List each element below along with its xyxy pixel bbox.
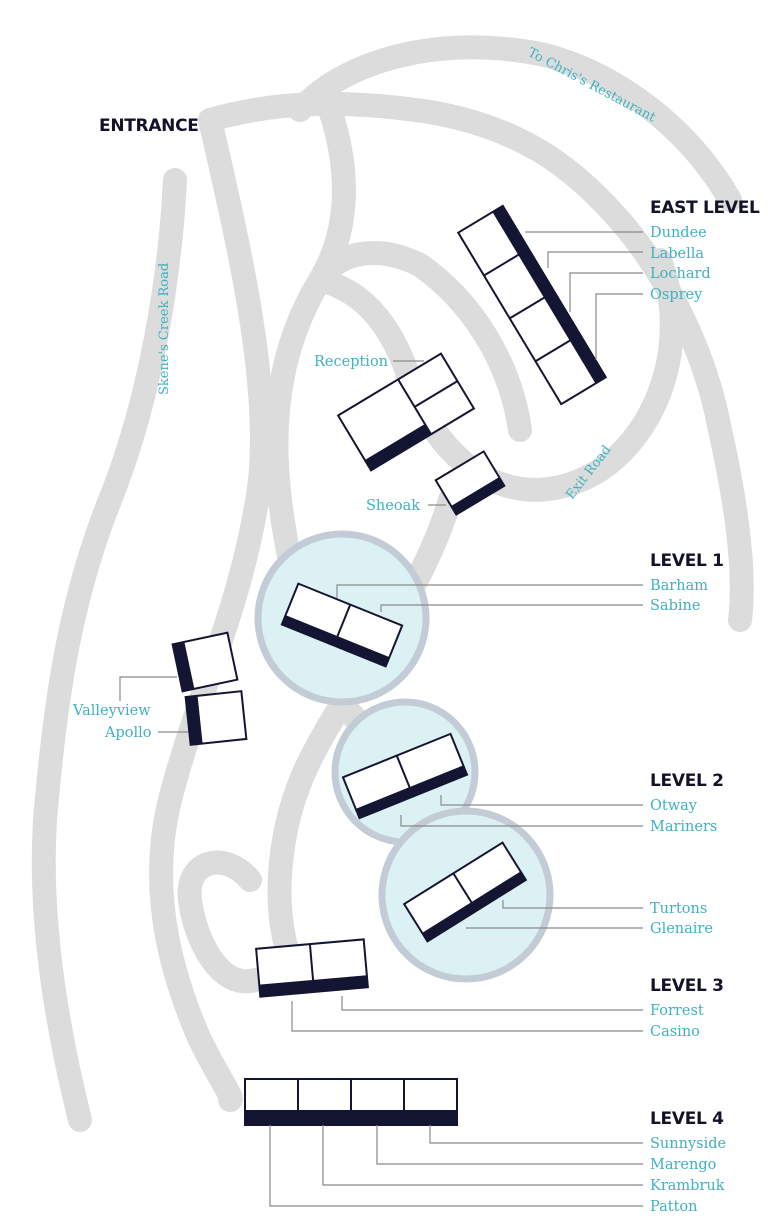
road-exit — [308, 241, 684, 502]
level4-building — [244, 1078, 458, 1126]
room-mariners: Mariners — [650, 819, 717, 835]
level2-building-a — [341, 732, 469, 820]
room-marengo: Marengo — [650, 1157, 716, 1173]
level3-title: LEVEL 3 — [650, 976, 724, 996]
apollo-building — [184, 690, 248, 746]
skenes-creek-road-label: Skene's Creek Road — [157, 263, 172, 395]
level1-title: LEVEL 1 — [650, 551, 724, 571]
room-lochard: Lochard — [650, 266, 711, 282]
room-dundee: Dundee — [650, 225, 707, 241]
road-entrance — [198, 91, 754, 632]
room-forrest: Forrest — [650, 1003, 704, 1019]
level4-title: LEVEL 4 — [650, 1109, 724, 1129]
room-otway: Otway — [650, 798, 698, 814]
level2-title: LEVEL 2 — [650, 771, 724, 791]
room-sunnyside: Sunnyside — [650, 1136, 726, 1152]
reception-label: Reception — [314, 354, 388, 370]
room-krambruk: Krambruk — [650, 1178, 725, 1194]
leader-lines — [119, 231, 643, 1207]
valleyview-label: Valleyview — [72, 703, 151, 719]
road-lower-loop — [177, 850, 267, 994]
apollo-label: Apollo — [104, 725, 152, 741]
room-patton: Patton — [650, 1199, 697, 1215]
valleyview-building — [171, 631, 239, 693]
road-skenes-creek — [31, 168, 187, 1132]
level3-building — [255, 938, 369, 998]
room-labella: Labella — [650, 246, 704, 262]
entrance-label: ENTRANCE — [99, 116, 199, 136]
room-osprey: Osprey — [650, 287, 703, 303]
sheoak-building — [434, 450, 506, 516]
level1-building — [280, 582, 404, 668]
sheoak-label: Sheoak — [366, 498, 420, 514]
level2-building-b — [402, 841, 528, 943]
room-turtons: Turtons — [650, 901, 707, 917]
room-casino: Casino — [650, 1024, 700, 1040]
road-to-chris-restaurant — [288, 35, 742, 212]
east-level-building — [456, 204, 608, 406]
room-glenaire: Glenaire — [650, 921, 713, 937]
room-barham: Barham — [650, 578, 708, 594]
room-sabine: Sabine — [650, 598, 700, 614]
reception-building — [336, 352, 476, 472]
east-level-title: EAST LEVEL — [650, 198, 760, 218]
